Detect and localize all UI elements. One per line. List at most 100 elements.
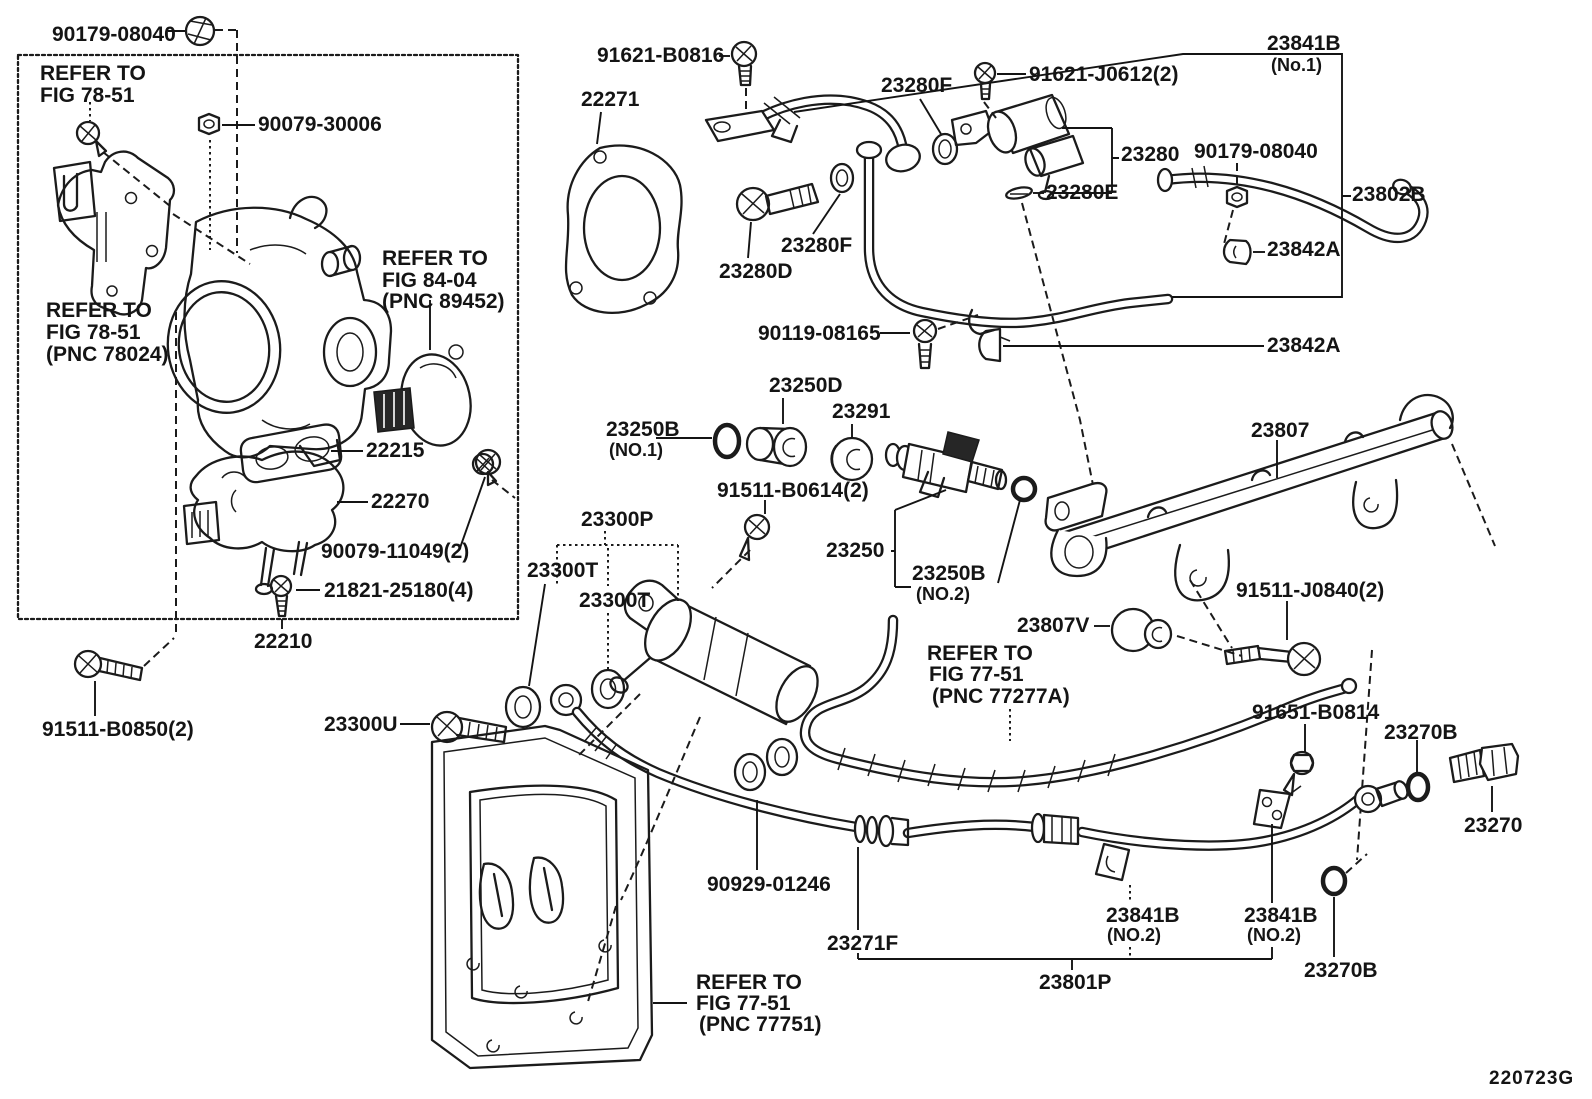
part-label-23280E: 23280E [1046, 181, 1119, 204]
sensor-bracket-drawing [52, 150, 176, 316]
part-label-23270B-b: 23270B [1304, 959, 1378, 982]
screw-91651-B0814-icon [1282, 750, 1315, 797]
gasket-23280E-icon [1005, 186, 1033, 200]
part-label-23841B-no1: 23841B [1267, 32, 1341, 55]
washer-23300T-b-icon [590, 668, 626, 710]
bolt-91511-J0840-icon [1223, 641, 1322, 677]
part-label-23270B-a: 23270B [1384, 721, 1458, 744]
part-label-90179-08040-b: 90179-08040 [1194, 140, 1318, 163]
part-label-91511-B0850: 91511-B0850(2) [42, 718, 194, 741]
ref-fig84-04-line3: (PNC 89452) [382, 290, 505, 313]
ref-fig77-51-a-line3: (PNC 77277A) [932, 685, 1070, 708]
part-label-90179-08040-a: 90179-08040 [52, 23, 176, 46]
part-label-23250B-no1: 23250B [606, 418, 680, 441]
oring-23250B-no1-icon [712, 422, 742, 460]
part-label-91621-B0816: 91621-B0816 [597, 44, 725, 67]
clamp-23842A-a-icon [1222, 238, 1252, 266]
oring-23270B-a-icon [1405, 771, 1431, 803]
oring-23280F-a-icon [931, 132, 959, 166]
part-label-22210: 22210 [254, 630, 313, 653]
oring-23270B-b-icon [1320, 865, 1348, 897]
fuel-pipe-23801P-drawing [853, 785, 1370, 882]
part-label-90929-01246: 90929-01246 [707, 873, 831, 896]
oring-23280F-b-icon [829, 162, 855, 194]
iac-valve-22270-drawing [182, 450, 345, 596]
gasket-22215-drawing [239, 423, 343, 484]
fuel-injector-23250-drawing [884, 431, 1008, 499]
washer-23300T-a-icon [504, 685, 542, 729]
screw-21821-25180-icon [269, 574, 293, 618]
nut-90079-30006-icon [197, 112, 221, 136]
screw-90119-08165-icon [912, 318, 938, 370]
part-label-23280F-b: 23280F [781, 234, 853, 257]
part-label-91621-J0612: 91621-J0612(2) [1029, 63, 1179, 86]
nut-90179-08040-b-icon [1225, 185, 1249, 209]
part-label-23841B-no2-a: 23841B [1106, 904, 1180, 927]
vsv-valve-23280-drawing [950, 93, 1085, 201]
plug-23250D-icon [745, 426, 808, 468]
part-label-23250D: 23250D [769, 374, 843, 397]
ref-fig78-51-b-line3: (PNC 78024) [46, 343, 169, 366]
part-label-23842A-b: 23842A [1267, 334, 1341, 357]
part-label-22215: 22215 [366, 439, 425, 462]
throttle-body-section-box [16, 53, 520, 621]
part-label-23300T-a: 23300T [527, 559, 599, 582]
part-label-90079-30006: 90079-30006 [258, 113, 382, 136]
ref-fig77-51-b-line1: REFER TO [696, 971, 802, 994]
part-label-23807V: 23807V [1017, 614, 1090, 637]
part-label-23807: 23807 [1251, 419, 1310, 442]
part-label-23841B-no2-a-sub: (NO.2) [1107, 925, 1161, 945]
part-label-23250B-no1-sub: (NO.1) [609, 440, 663, 460]
part-label-23300U: 23300U [324, 713, 398, 736]
part-label-23250B-no2: 23250B [912, 562, 986, 585]
part-label-23841B-no1-sub: (No.1) [1271, 55, 1322, 75]
ref-fig78-51-a-line2: FIG 78-51 [40, 84, 135, 107]
clamp-90929-01246-icon [733, 737, 799, 792]
damper-23807V-icon [1110, 607, 1173, 653]
ref-fig78-51-b-line1: REFER TO [46, 299, 152, 322]
ref-fig78-51-b-line2: FIG 78-51 [46, 321, 141, 344]
clamp-23842A-b-icon [978, 327, 1011, 363]
throttle-position-sensor-drawing [373, 344, 472, 447]
vacuum-pipe-c-drawing [1156, 165, 1429, 244]
part-label-23280D: 23280D [719, 260, 793, 283]
screw-91621-J0612-icon [973, 61, 997, 101]
part-label-23280: 23280 [1121, 143, 1180, 166]
nut-90179-08040-icon [184, 15, 216, 47]
grommet-23291-icon [830, 436, 874, 482]
gasket-22271-drawing [564, 144, 683, 315]
part-label-23280F-a: 23280F [881, 74, 953, 97]
mount-bracket-77751-drawing [430, 724, 654, 1070]
part-label-23802B: 23802B [1352, 183, 1426, 206]
screw-91621-B0816-icon [730, 40, 758, 87]
bolt-23280D-icon [735, 182, 820, 222]
bolt-23300U-icon [430, 710, 508, 744]
part-label-23842A-a: 23842A [1267, 238, 1341, 261]
screw-icon-fig78-51 [75, 120, 108, 158]
part-label-23271F: 23271F [827, 932, 899, 955]
part-label-23841B-no2-b: 23841B [1244, 904, 1318, 927]
part-label-23300T-b: 23300T [579, 589, 651, 612]
check-valve-23270-icon [1448, 742, 1520, 784]
fuel-inlet-pipe-drawing [571, 706, 862, 833]
part-label-91511-B0614: 91511-B0614(2) [717, 479, 869, 502]
part-label-91651-B0814: 91651-B0814 [1252, 701, 1380, 724]
ref-fig84-04-line1: REFER TO [382, 247, 488, 270]
part-label-90079-11049: 90079-11049(2) [321, 540, 470, 563]
vacuum-pipe-b-drawing [855, 140, 1174, 336]
ref-fig84-04-line2: FIG 84-04 [382, 269, 477, 292]
fuel-rail-23807-drawing [1044, 393, 1454, 602]
ref-fig77-51-b-line2: FIG 77-51 [696, 992, 791, 1015]
ref-fig77-51-a-line1: REFER TO [927, 642, 1033, 665]
screw-91511-B0614-icon [738, 513, 771, 562]
part-label-23291: 23291 [832, 400, 891, 423]
ref-fig78-51-a-line1: REFER TO [40, 62, 146, 85]
part-label-23250B-no2-sub: (NO.2) [916, 584, 970, 604]
part-label-91511-J0840: 91511-J0840(2) [1236, 579, 1385, 602]
ref-fig77-51-a-line2: FIG 77-51 [929, 663, 1024, 686]
union-fitting-icon [549, 683, 583, 717]
throttle-body-drawing [166, 195, 393, 468]
ref-fig77-51-b-line3: (PNC 77751) [699, 1013, 822, 1036]
